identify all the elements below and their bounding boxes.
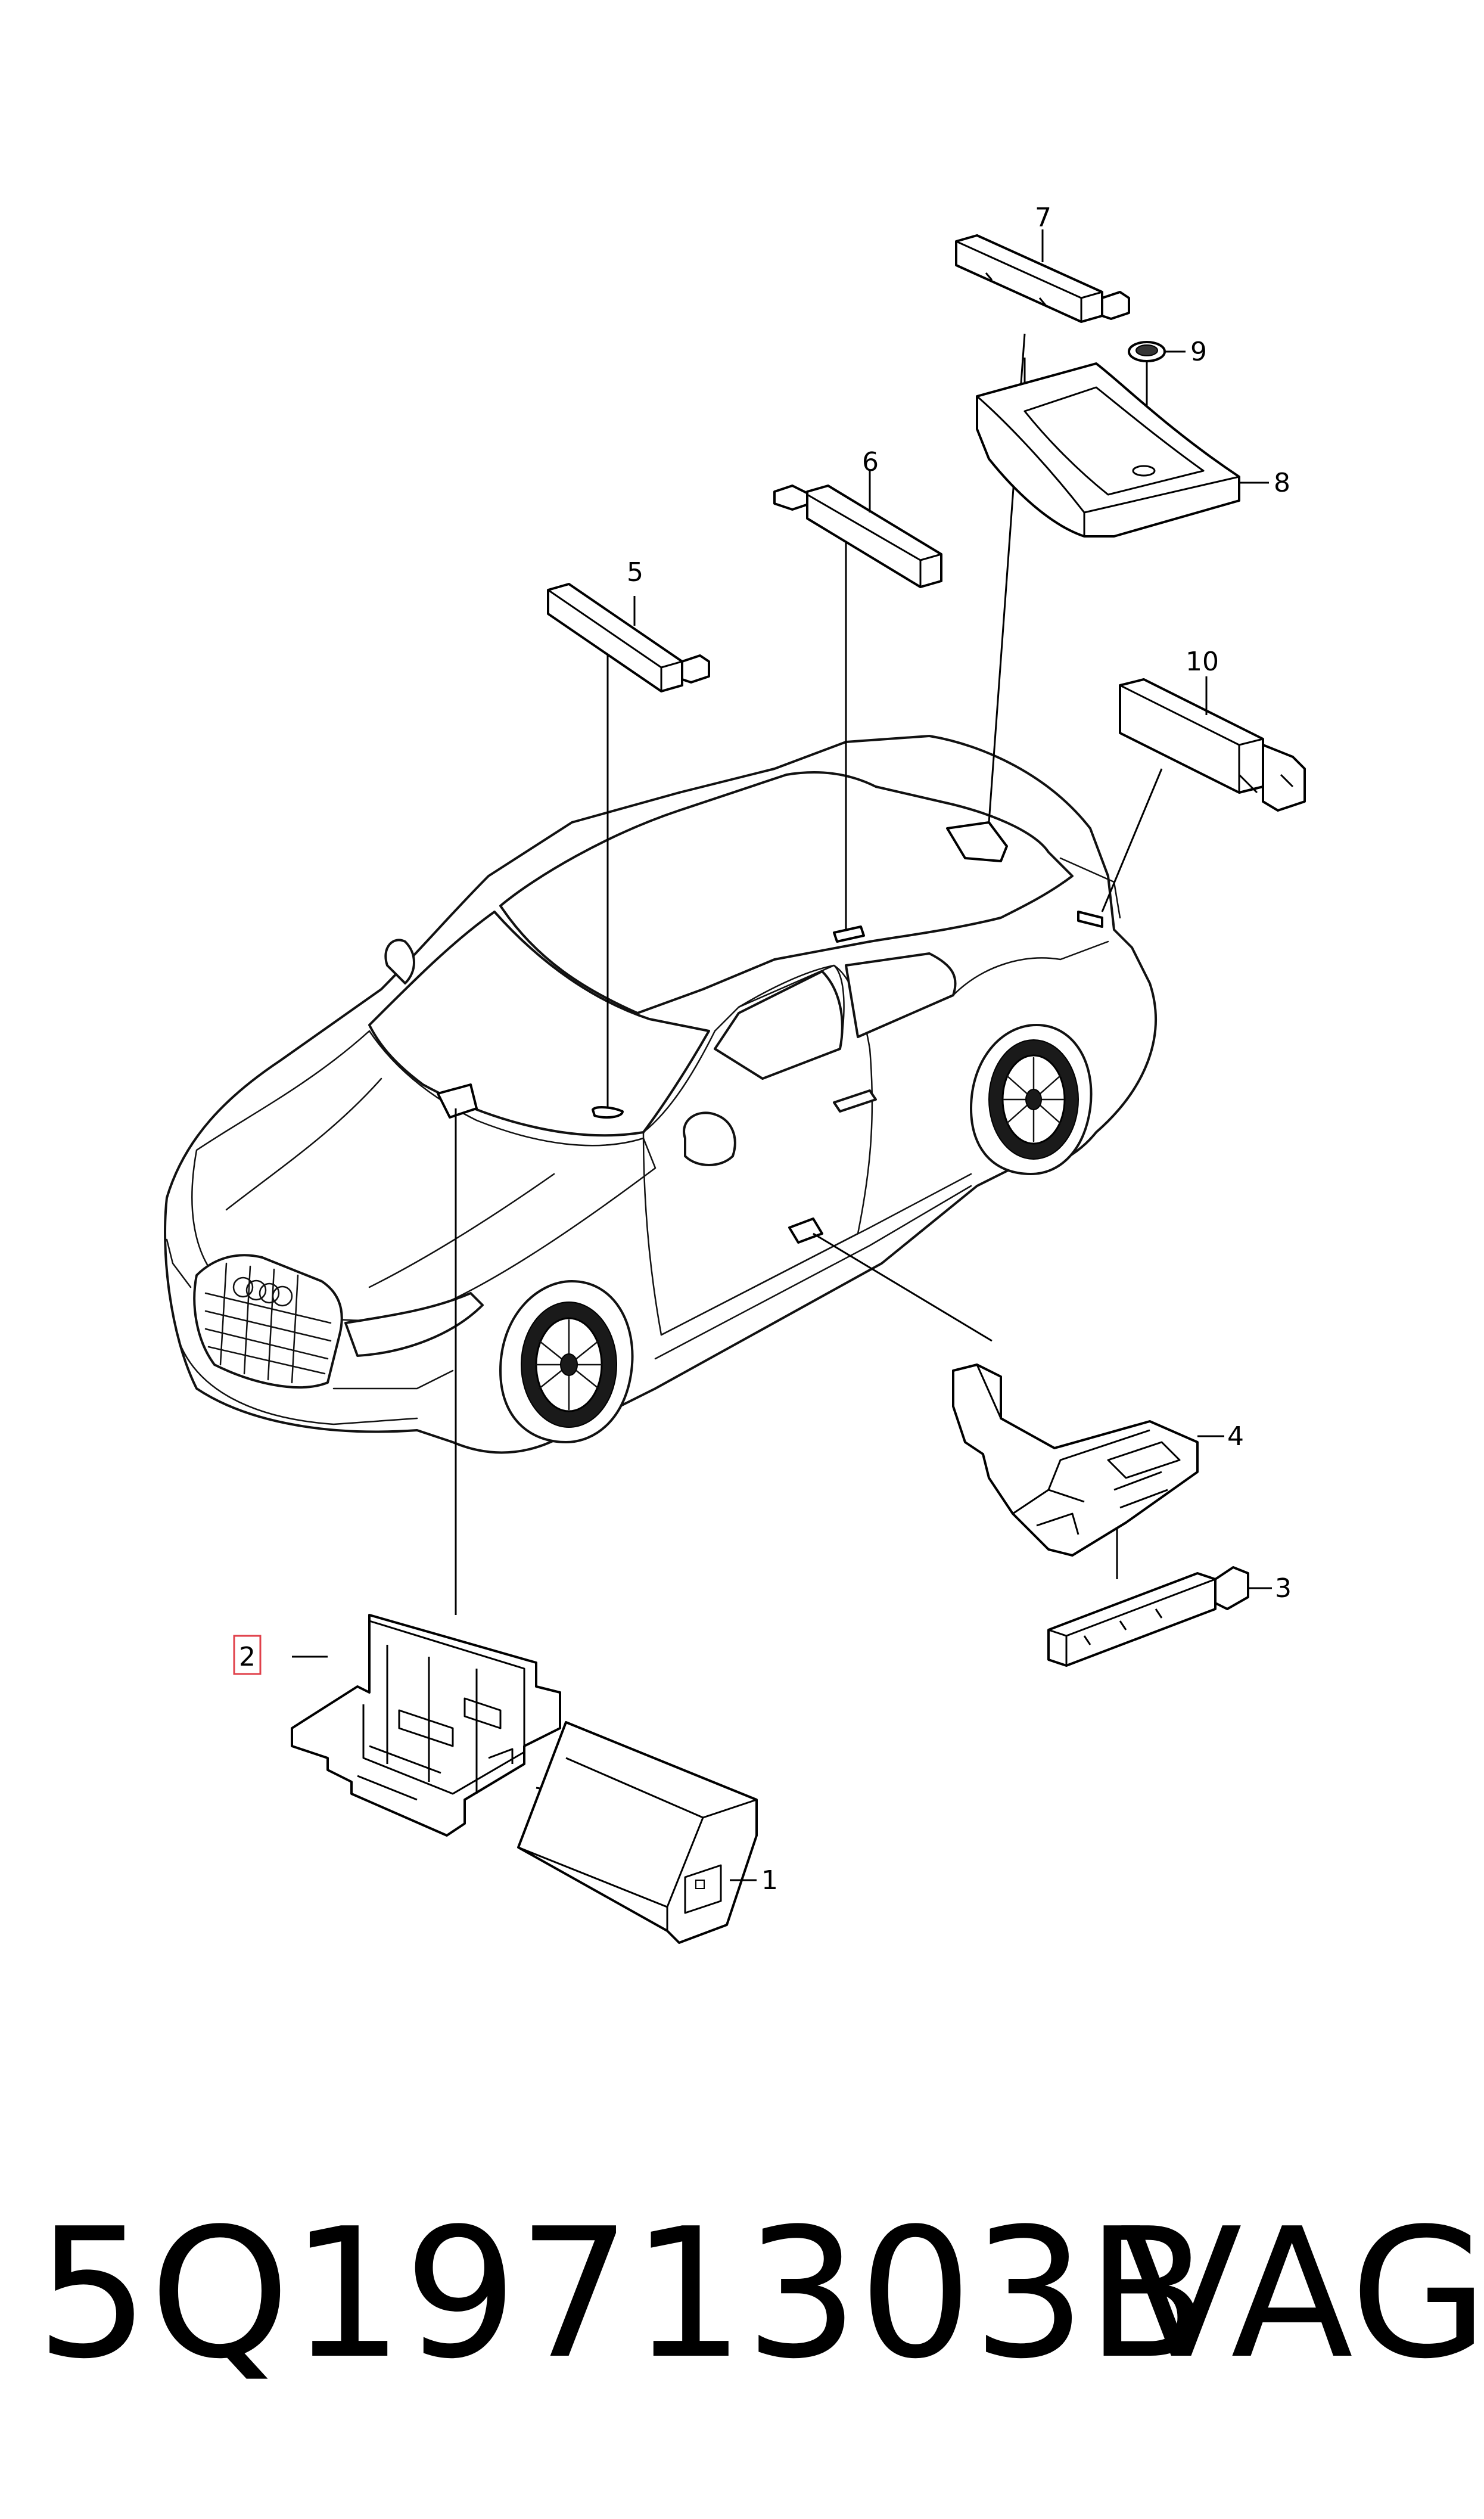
highlight-box-2 — [233, 1635, 262, 1675]
callout-labels: 1 2 3 4 5 6 7 8 9 10 — [239, 203, 1292, 1896]
part-8-housing — [976, 362, 1269, 538]
callout-8: 8 — [1274, 468, 1290, 498]
car-illustration — [164, 735, 1157, 1454]
part-1-control-unit — [517, 1721, 758, 1944]
front-wheel — [499, 1280, 634, 1443]
part-2-mounting-plate — [291, 1614, 561, 1837]
callout-10: 10 — [1186, 647, 1219, 677]
audi-rings-logo — [232, 1276, 293, 1307]
callout-9: 9 — [1190, 337, 1207, 367]
part-5-antenna — [547, 583, 710, 692]
windscreen-sensor-mount — [437, 1083, 478, 1119]
part-7-antenna — [955, 229, 1130, 323]
callout-1: 1 — [761, 1865, 778, 1896]
callout-6: 6 — [862, 447, 879, 477]
rear-bumper-antenna-mount — [1077, 911, 1103, 928]
brand-label: VAG — [1120, 2190, 1484, 2398]
callout-3: 3 — [1275, 1573, 1292, 1604]
callout-7: 7 — [1035, 203, 1051, 233]
part-6-antenna — [773, 471, 942, 588]
rear-interior-antenna-mount — [833, 925, 865, 943]
callout-5: 5 — [627, 557, 643, 588]
callout-4: 4 — [1227, 1421, 1244, 1452]
part-number-label: 5Q1971303B — [36, 2190, 1209, 2398]
sill-antenna-mount — [788, 1217, 823, 1244]
front-interior-antenna-mount — [592, 1106, 624, 1119]
part-3-antenna — [1047, 1566, 1272, 1667]
callout-2: 2 — [239, 1642, 256, 1672]
part-10-control-unit — [1119, 676, 1306, 812]
rear-wheel — [970, 1024, 1093, 1175]
trunk-antenna-mount — [946, 821, 1008, 862]
part-4-bracket — [952, 1363, 1224, 1557]
